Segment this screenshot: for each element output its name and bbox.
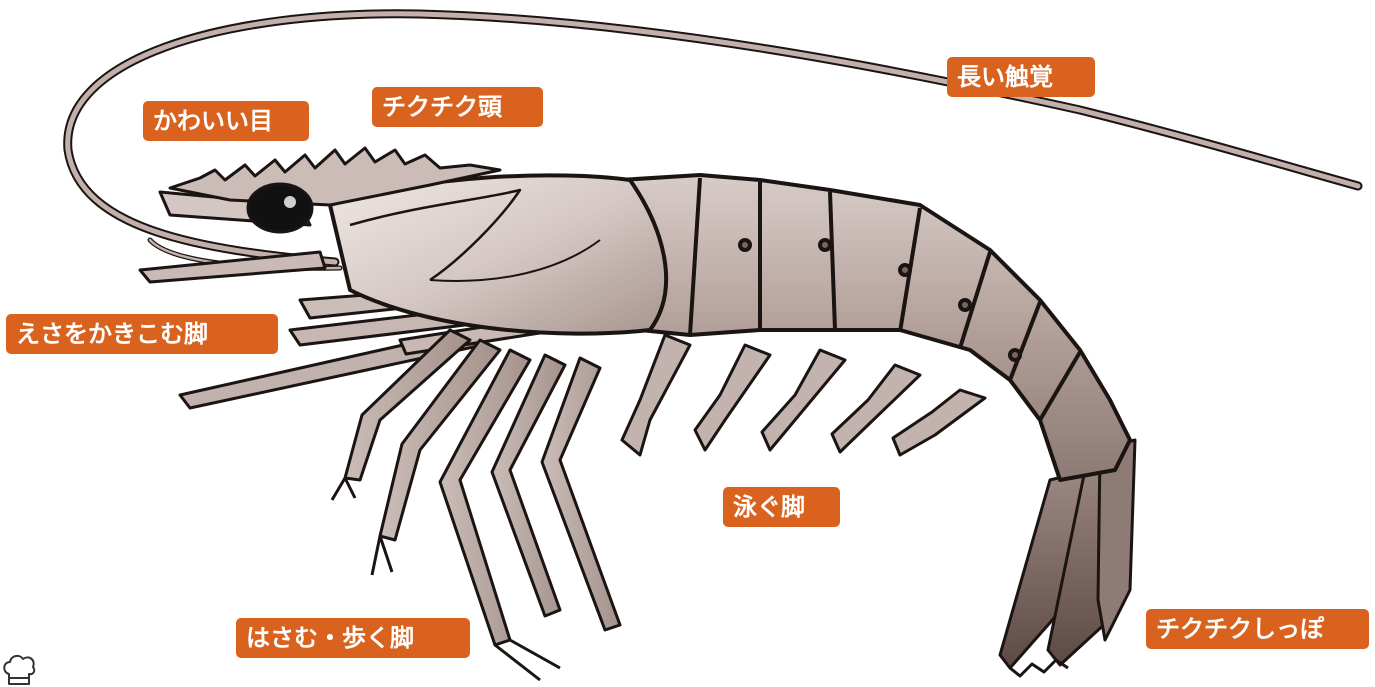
label-antenna: 長い触覚 bbox=[947, 57, 1095, 97]
swimming-legs bbox=[622, 335, 985, 455]
label-tail: チクチクしっぽ bbox=[1146, 609, 1369, 649]
chef-hat-icon bbox=[0, 650, 38, 687]
label-feeding-legs: えさをかきこむ脚 bbox=[6, 314, 278, 354]
label-walking-legs: はさむ・歩く脚 bbox=[236, 618, 470, 658]
eye bbox=[248, 184, 312, 232]
label-eye: かわいい目 bbox=[143, 101, 309, 141]
label-head-spines: チクチク頭 bbox=[372, 87, 543, 127]
label-swimming-legs: 泳ぐ脚 bbox=[723, 487, 840, 527]
